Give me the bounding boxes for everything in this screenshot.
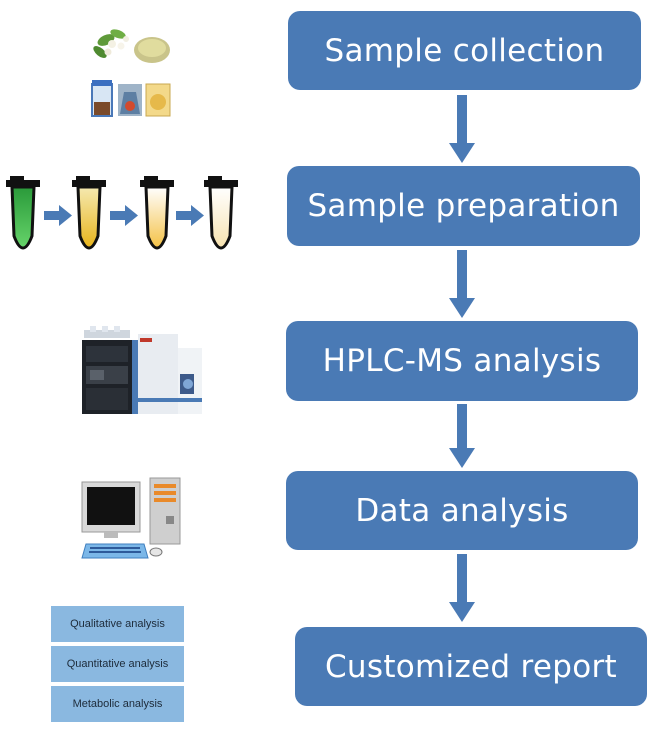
report-item-metabolic: Metabolic analysis [51,686,184,722]
step-hplc-ms-analysis: HPLC-MS analysis [286,321,638,401]
down-arrow-icon [449,554,475,622]
step-label: HPLC-MS analysis [322,343,602,379]
step-sample-collection: Sample collection [288,11,641,90]
down-arrow-icon [449,404,475,468]
step-label: Data analysis [355,492,569,529]
report-item-qualitative: Qualitative analysis [51,606,184,642]
step-label: Sample preparation [307,188,620,224]
step-label: Sample collection [324,32,605,69]
step-customized-report: Customized report [295,627,647,706]
down-arrow-icon [449,95,475,163]
step-data-analysis: Data analysis [286,471,638,550]
step-label: Customized report [324,648,618,685]
test-tubes-icon [6,176,238,250]
step-sample-preparation: Sample preparation [287,166,640,246]
down-arrow-icon [449,250,475,318]
hplc-instrument-icon [82,326,202,414]
computer-icon [81,477,181,559]
sample-collection-icon [91,29,171,117]
report-item-quantitative: Quantitative analysis [51,646,184,682]
